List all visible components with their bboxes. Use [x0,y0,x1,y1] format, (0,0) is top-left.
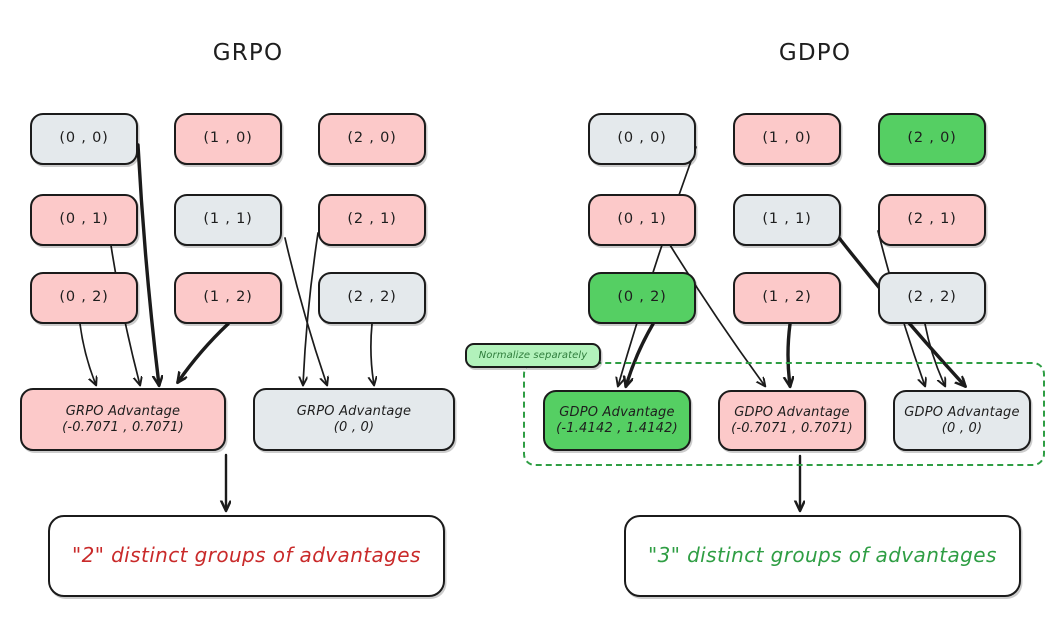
advantage-value: (-0.7071 , 0.7071) [62,419,184,435]
sample-cell-gdpo-02[interactable]: (0 , 2) [588,272,696,324]
panel-title-gdpo: GDPO [778,40,852,66]
advantage-title: GDPO Advantage [734,405,850,421]
sample-cell-grpo-21[interactable]: (2 , 1) [318,194,426,246]
sample-cell-gdpo-12[interactable]: (1 , 2) [733,272,841,324]
edge-gdpo [618,146,697,386]
edge-grpo [178,322,230,382]
panel-title-grpo: GRPO [212,40,284,66]
sample-cell-grpo-12[interactable]: (1 , 2) [174,272,282,324]
sample-cell-grpo-11[interactable]: (1 , 1) [174,194,282,246]
normalize-separately-label: Normalize separately [465,343,601,368]
advantage-value: (-1.4142 , 1.4142) [556,420,678,436]
edge-grpo [303,232,319,385]
advantage-title: GDPO Advantage [904,405,1020,421]
conclusion-box-gdpo[interactable]: "3" distinct groups of advantages [624,515,1021,597]
edge-grpo [136,143,159,385]
advantage-box-gdpo-0[interactable]: GDPO Advantage(-1.4142 , 1.4142) [543,390,691,451]
advantage-box-grpo-0[interactable]: GRPO Advantage(-0.7071 , 0.7071) [20,388,226,451]
sample-cell-grpo-22[interactable]: (2 , 2) [318,272,426,324]
sample-cell-gdpo-11[interactable]: (1 , 1) [733,194,841,246]
advantage-value: (0 , 0) [941,420,983,436]
conclusion-box-grpo[interactable]: "2" distinct groups of advantages [48,515,445,597]
sample-cell-grpo-01[interactable]: (0 , 1) [30,194,138,246]
normalize-group-region [523,362,1045,466]
sample-cell-gdpo-01[interactable]: (0 , 1) [588,194,696,246]
sample-cell-grpo-02[interactable]: (0 , 2) [30,272,138,324]
edge-grpo [371,323,374,385]
edge-grpo [79,323,96,385]
advantage-value: (0 , 0) [333,419,375,435]
advantage-title: GRPO Advantage [65,404,181,420]
advantage-value: (-0.7071 , 0.7071) [731,420,853,436]
advantage-title: GRPO Advantage [296,404,412,420]
sample-cell-gdpo-10[interactable]: (1 , 0) [733,113,841,165]
sample-cell-grpo-20[interactable]: (2 , 0) [318,113,426,165]
advantage-box-grpo-1[interactable]: GRPO Advantage(0 , 0) [253,388,455,451]
advantage-box-gdpo-1[interactable]: GDPO Advantage(-0.7071 , 0.7071) [718,390,866,451]
sample-cell-gdpo-22[interactable]: (2 , 2) [878,272,986,324]
advantage-title: GDPO Advantage [559,405,675,421]
sample-cell-grpo-00[interactable]: (0 , 0) [30,113,138,165]
sample-cell-gdpo-20[interactable]: (2 , 0) [878,113,986,165]
sample-cell-grpo-10[interactable]: (1 , 0) [174,113,282,165]
advantage-box-gdpo-2[interactable]: GDPO Advantage(0 , 0) [893,390,1031,451]
sample-cell-gdpo-21[interactable]: (2 , 1) [878,194,986,246]
sample-cell-gdpo-00[interactable]: (0 , 0) [588,113,696,165]
